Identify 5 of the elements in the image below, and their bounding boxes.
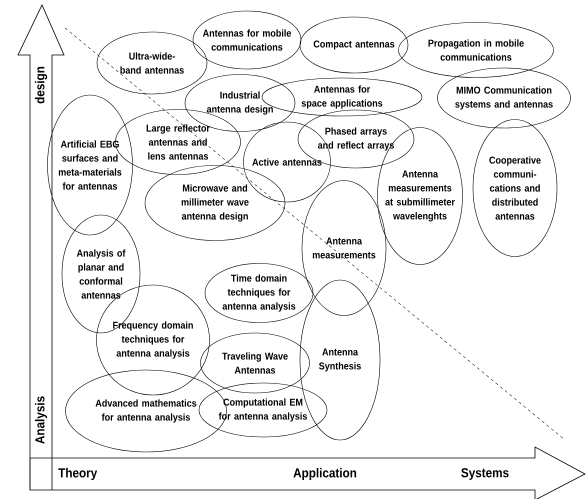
axis-label: design: [34, 66, 48, 104]
axis-label: Systems: [461, 468, 509, 480]
axis-label: Application: [293, 468, 356, 480]
axis-label: Analysis: [34, 396, 48, 444]
axis-label: Theory: [58, 468, 98, 480]
